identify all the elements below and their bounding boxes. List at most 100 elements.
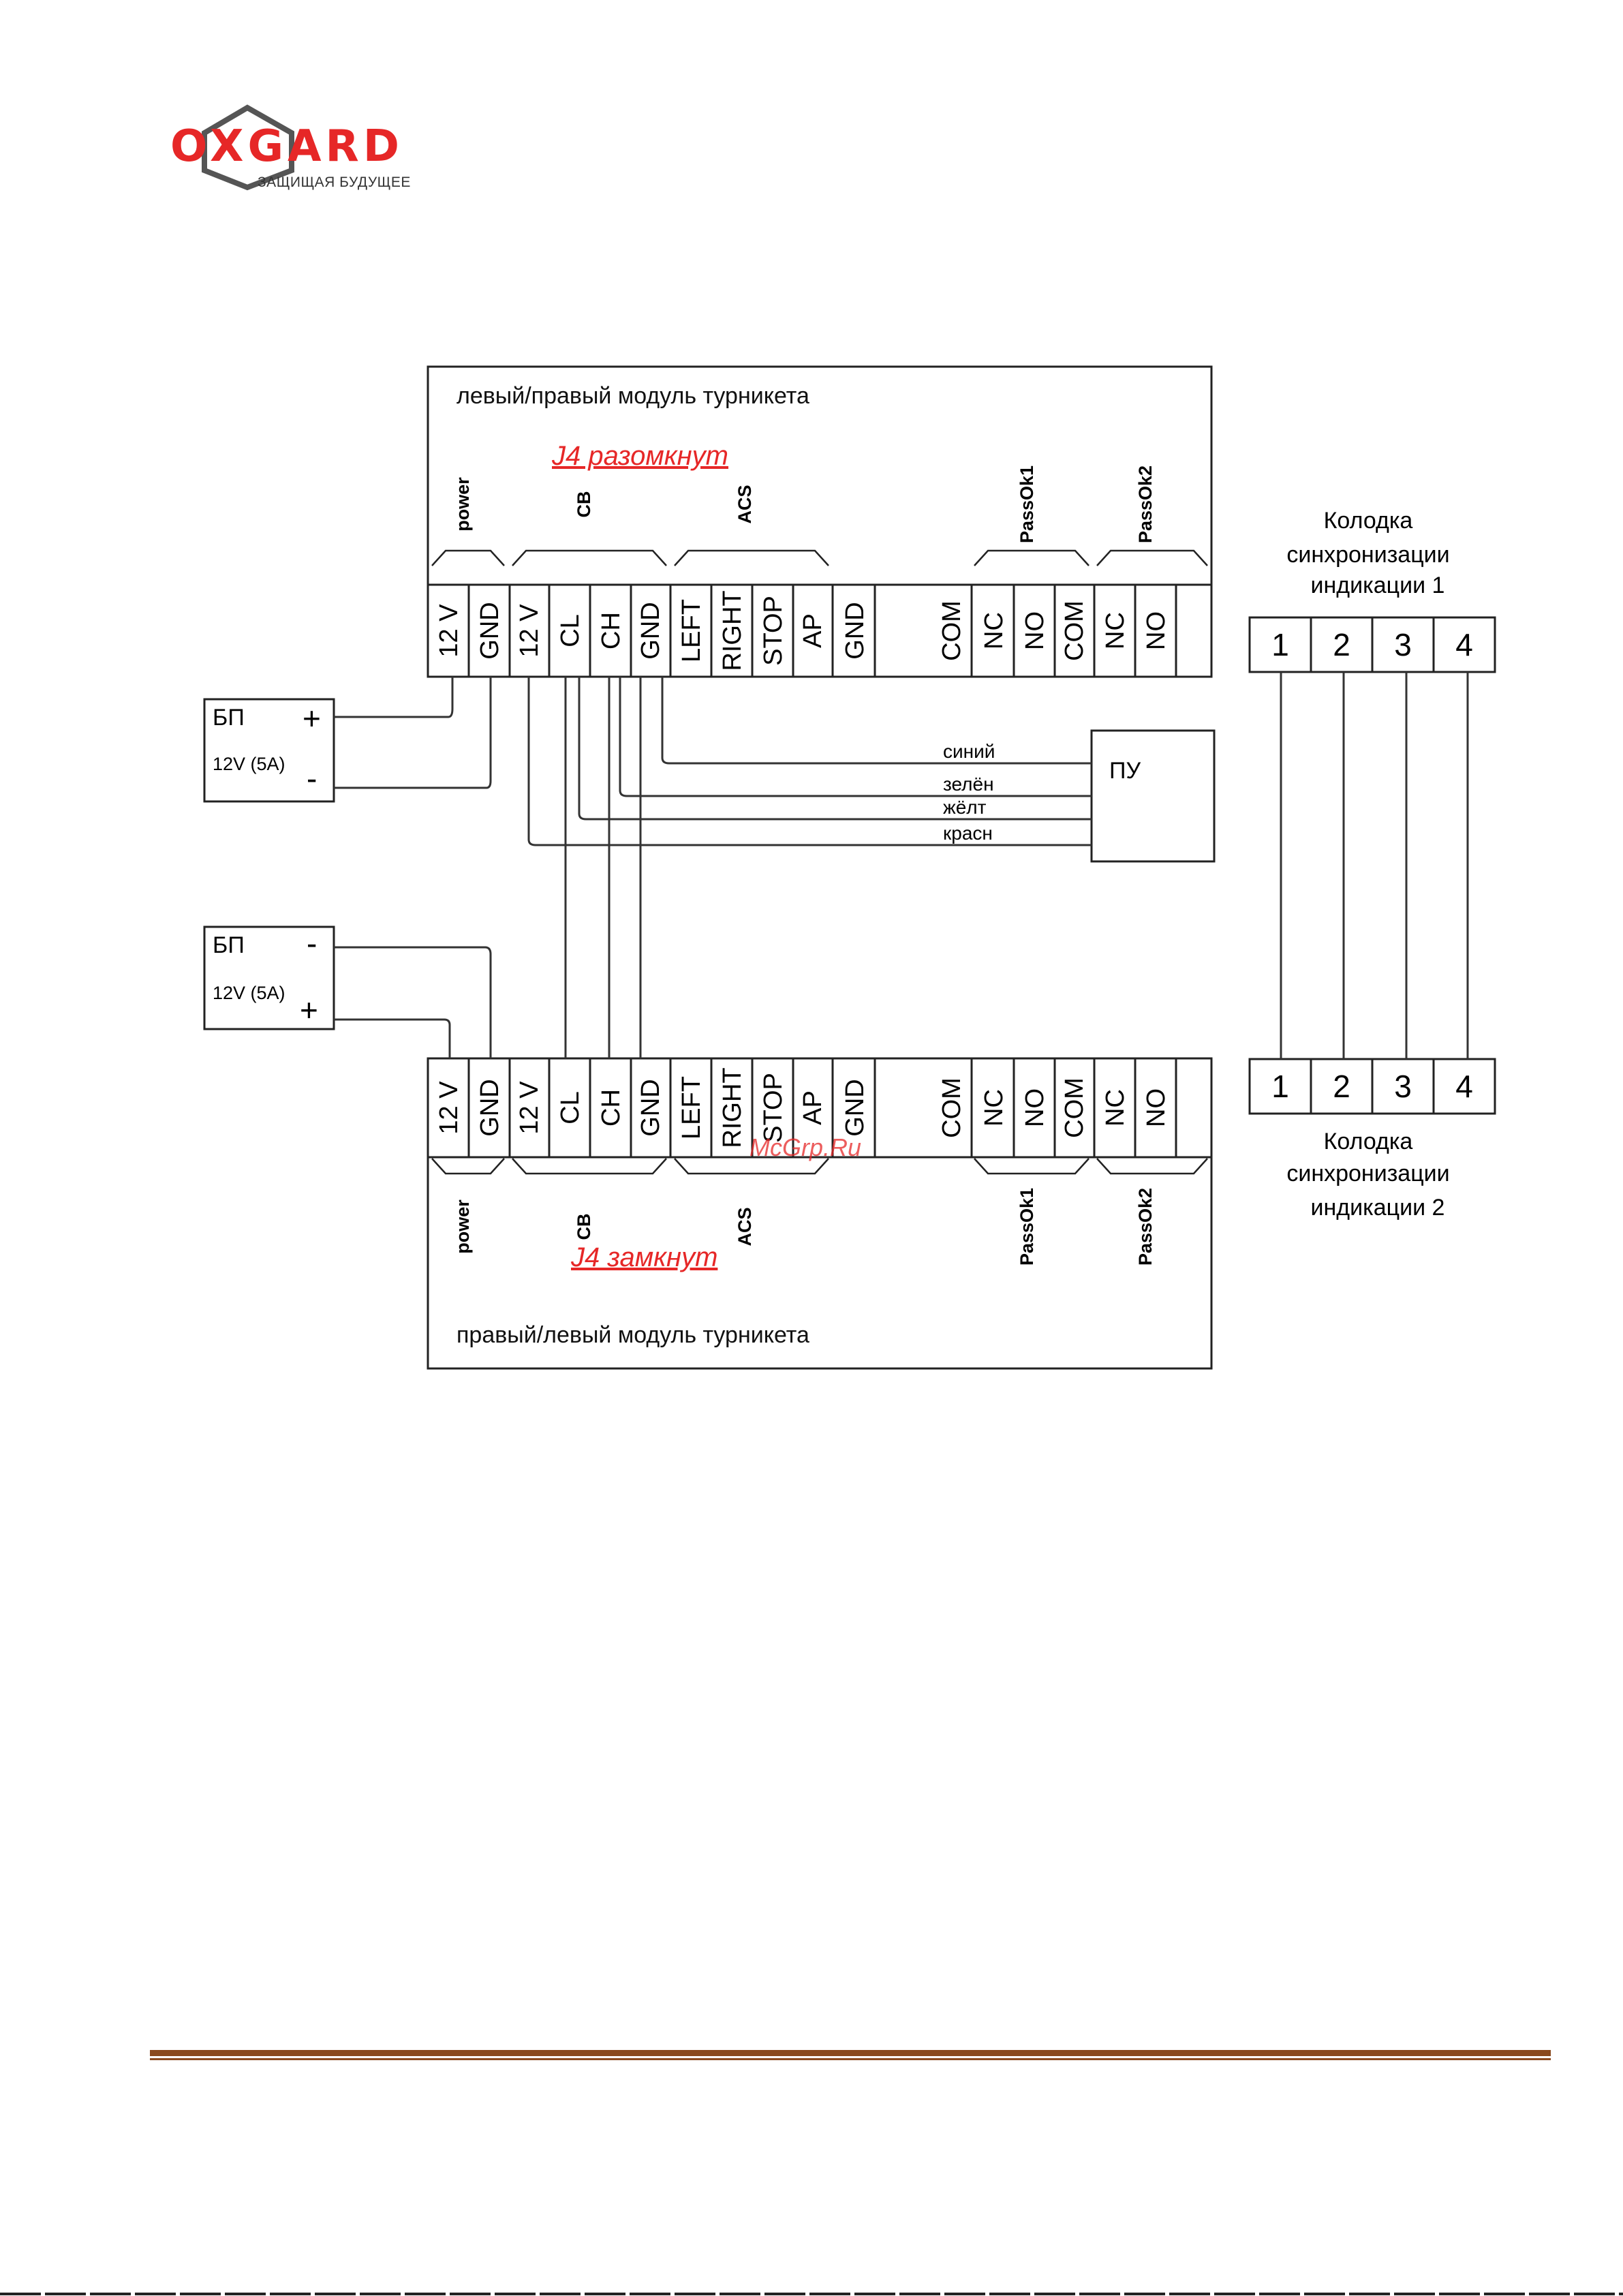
group-label: power bbox=[452, 1199, 473, 1254]
terminal-label: GND bbox=[476, 602, 504, 659]
terminal-label: RIGHT bbox=[718, 1067, 747, 1148]
remote-box bbox=[1090, 729, 1216, 863]
terminal-label: GND bbox=[636, 1079, 665, 1136]
remote-label: ПУ bbox=[1109, 758, 1141, 784]
psu-bottom-minus: - bbox=[307, 925, 317, 961]
terminal-label: COM bbox=[1060, 600, 1089, 661]
terminal-label: GND bbox=[841, 602, 869, 659]
sync-pin-label: 4 bbox=[1455, 1069, 1473, 1104]
bottom-jumper-note: J4 замкнут bbox=[570, 1242, 717, 1272]
group-label: PassOk1 bbox=[1017, 465, 1037, 543]
psu-top-box bbox=[203, 698, 335, 803]
group-label: PassOk2 bbox=[1135, 1188, 1156, 1266]
terminal-label: NC bbox=[980, 612, 1008, 649]
terminal-label: STOP bbox=[759, 1073, 788, 1143]
terminal-label: CL bbox=[556, 614, 585, 647]
page-edge bbox=[0, 2293, 1623, 2295]
group-bracket bbox=[674, 1158, 829, 1175]
terminal-label: NO bbox=[1142, 611, 1171, 650]
terminal-label: COM bbox=[938, 600, 966, 661]
psu-top-plus: + bbox=[303, 701, 321, 736]
group-bracket bbox=[1096, 1158, 1208, 1175]
footer-rule bbox=[150, 2050, 1551, 2056]
group-bracket bbox=[1096, 549, 1208, 566]
top-module-title: левый/правый модуль турникета bbox=[457, 383, 809, 409]
bottom-module-title: правый/левый модуль турникета bbox=[457, 1322, 809, 1348]
sync-block-1: 1 2 3 4 bbox=[1248, 616, 1496, 673]
psu-bottom-plus: + bbox=[300, 992, 318, 1028]
wire-label: красн bbox=[943, 823, 993, 844]
terminal-label: 12 V bbox=[515, 1081, 544, 1135]
terminal-label: NO bbox=[1021, 611, 1049, 650]
group-bracket bbox=[431, 1158, 505, 1175]
group-label: PassOk2 bbox=[1135, 465, 1156, 543]
terminal-label: 12 V bbox=[515, 604, 544, 658]
psu-bottom-rating: 12V (5A) bbox=[213, 983, 285, 1003]
top-jumper-note: J4 разомкнут bbox=[551, 441, 728, 471]
psu-top-rating: 12V (5A) bbox=[213, 754, 285, 774]
sync-pin-label: 1 bbox=[1271, 1069, 1289, 1104]
group-label: PassOk1 bbox=[1017, 1188, 1037, 1266]
group-bracket bbox=[512, 549, 667, 566]
terminal-label: CH bbox=[597, 612, 625, 649]
terminal-label: LEFT bbox=[677, 599, 706, 662]
sync-pin-label: 1 bbox=[1271, 627, 1289, 662]
terminal-label: NO bbox=[1021, 1088, 1049, 1127]
group-label: CB bbox=[574, 1214, 594, 1240]
sync-pin-label: 3 bbox=[1394, 627, 1412, 662]
psu-bottom-rating-text: 12V (5A) bbox=[213, 983, 285, 1003]
sync-pin-label: 2 bbox=[1333, 1069, 1350, 1104]
psu-top-rating-text: 12V (5A) bbox=[213, 754, 285, 774]
group-bracket bbox=[974, 1158, 1089, 1175]
sync-pin-label: 3 bbox=[1394, 1069, 1412, 1104]
group-label: power bbox=[452, 477, 473, 532]
terminal-label: LEFT bbox=[677, 1076, 706, 1139]
psu-top-minus: - bbox=[307, 761, 317, 796]
wire-label: жёлт bbox=[943, 797, 987, 818]
psu-bottom-box bbox=[203, 925, 335, 1030]
group-label: CB bbox=[574, 491, 594, 518]
terminal-label: NC bbox=[980, 1089, 1008, 1127]
wiring bbox=[334, 672, 1469, 1059]
terminal-label: RIGHT bbox=[718, 590, 747, 671]
psu-bottom-label: БП bbox=[213, 932, 245, 958]
group-bracket bbox=[974, 549, 1089, 566]
logo-brand: OXGARD bbox=[170, 121, 403, 172]
top-group-labels: power CB ACS PassOk1 PassOk2 bbox=[431, 465, 1208, 566]
terminal-label: STOP bbox=[759, 596, 788, 666]
terminal-label: CH bbox=[597, 1089, 625, 1127]
terminal-label: GND bbox=[476, 1079, 504, 1136]
group-label: ACS bbox=[735, 485, 755, 523]
terminal-label: COM bbox=[1060, 1077, 1089, 1138]
terminal-label: 12 V bbox=[435, 604, 463, 658]
psu-top-label: БП bbox=[213, 705, 245, 731]
terminal-label: COM bbox=[938, 1077, 966, 1138]
watermark: McGrp.Ru bbox=[749, 1133, 861, 1161]
sync-block-2: 1 2 3 4 bbox=[1248, 1058, 1496, 1115]
top-terminal-strip: 12 V GND 12 V CL CH GND LEFT RIGHT STOP AP GND COM N… bbox=[428, 583, 1211, 678]
terminal-label: GND bbox=[841, 1079, 869, 1136]
logo-tagline: ЗАЩИЩАЯ БУДУЩЕЕ bbox=[258, 174, 411, 190]
footer-rule-thin bbox=[150, 2058, 1551, 2060]
group-bracket bbox=[431, 549, 505, 566]
sync-pin-label: 2 bbox=[1333, 627, 1350, 662]
terminal-label: 12 V bbox=[435, 1081, 463, 1135]
terminal-label: GND bbox=[636, 602, 665, 659]
group-bracket bbox=[674, 549, 829, 566]
oxgard-logo: OXGARD ЗАЩИЩАЯ БУДУЩЕЕ bbox=[170, 102, 416, 198]
terminal-label: NO bbox=[1142, 1088, 1171, 1127]
terminal-label: CL bbox=[556, 1091, 585, 1124]
group-bracket bbox=[512, 1158, 667, 1175]
wire-label: синий bbox=[943, 741, 995, 762]
shield-logo-icon bbox=[202, 104, 294, 191]
terminal-label: AP bbox=[799, 613, 827, 648]
group-label: ACS bbox=[735, 1207, 755, 1246]
sync-pin-cell bbox=[1432, 616, 1496, 673]
terminal-label: NC bbox=[1101, 612, 1130, 649]
sync-pin-label: 4 bbox=[1455, 627, 1473, 662]
